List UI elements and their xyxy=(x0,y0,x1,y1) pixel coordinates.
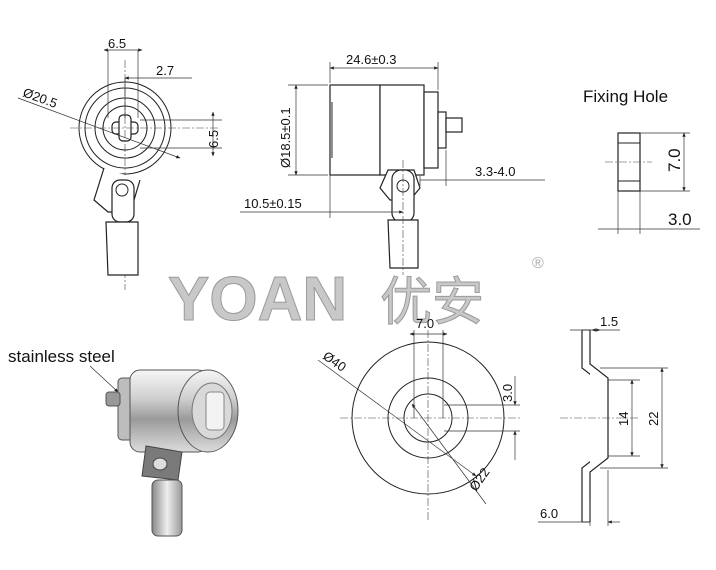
stainless-steel-label: stainless steel xyxy=(8,347,115,366)
dim-phi-22: Ø22 xyxy=(466,465,492,494)
dim-10-5: 10.5±0.15 xyxy=(244,196,302,211)
dim-6-0: 6.0 xyxy=(540,506,558,521)
fixing-hole-title: Fixing Hole xyxy=(583,87,668,106)
dim-phi-40: Ø40 xyxy=(320,348,349,374)
bracket-profile-drawing: 1.5 14 22 6.0 xyxy=(538,314,668,526)
brand-cjk: 优安 xyxy=(380,274,484,332)
dim-22: 22 xyxy=(646,412,661,426)
dim-3-0-gear: 3.0 xyxy=(500,384,515,402)
dim-6-5-top: 6.5 xyxy=(108,36,126,51)
dim-7-0-hole: 7.0 xyxy=(665,148,684,172)
dim-24-6: 24.6±0.3 xyxy=(346,52,397,67)
dim-7-0-gear: 7.0 xyxy=(416,316,434,331)
dim-3-0-hole: 3.0 xyxy=(668,210,692,229)
dim-1-5: 1.5 xyxy=(600,314,618,329)
brand-name: YOAN xyxy=(168,265,347,334)
dim-2-7: 2.7 xyxy=(156,63,174,78)
dim-6-5-side: 6.5 xyxy=(206,130,221,148)
side-view-drawing: 24.6±0.3 Ø18.5±0.1 3.3-4.0 10.5±0.15 xyxy=(240,52,545,275)
dim-3-3-4-0: 3.3-4.0 xyxy=(475,164,515,179)
dim-phi-18-5: Ø18.5±0.1 xyxy=(278,107,293,168)
product-photo: stainless steel xyxy=(8,347,239,537)
dim-14: 14 xyxy=(616,412,631,426)
fixing-hole-drawing: Fixing Hole 7.0 3.0 xyxy=(583,87,700,234)
registered-mark: ® xyxy=(532,255,544,272)
brand-watermark: YOAN 优安 ® xyxy=(168,255,545,335)
front-view-drawing: 6.5 2.7 Ø20.5 6.5 xyxy=(17,36,222,290)
dim-phi-20-5: Ø20.5 xyxy=(21,85,59,111)
gear-view-drawing: 7.0 Ø40 3.0 Ø22 xyxy=(317,316,520,520)
